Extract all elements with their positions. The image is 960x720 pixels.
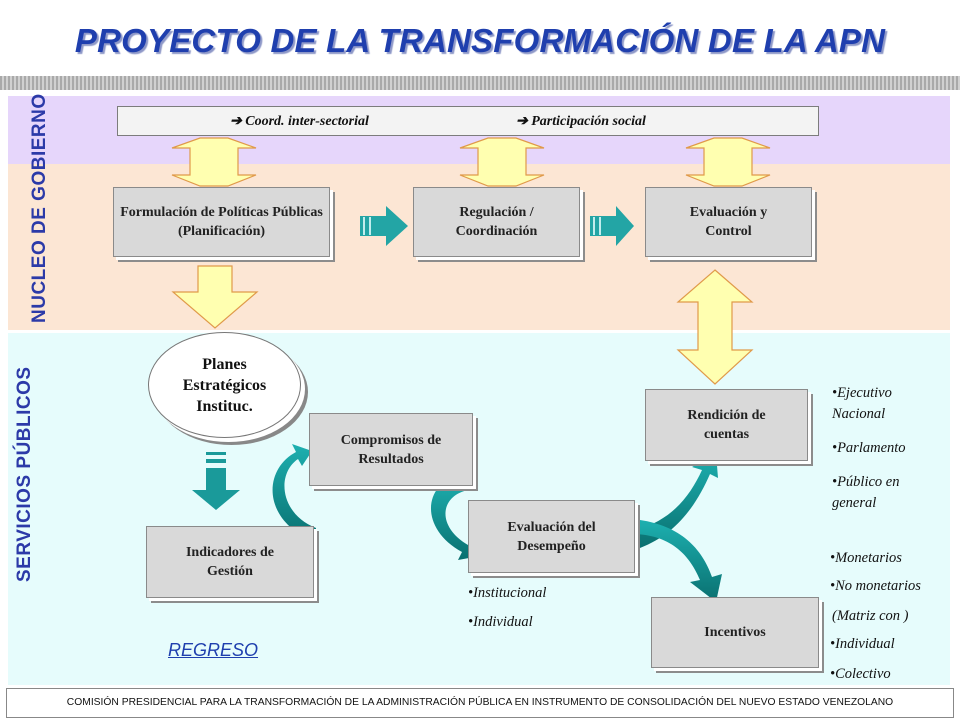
- planes-label: Planes Estratégicos Instituc.: [182, 355, 267, 415]
- down-arrow-indicadores: [192, 468, 240, 510]
- incentivos-item-text: Colectivo: [835, 666, 891, 682]
- updown-arrow-evaluacion: [685, 137, 771, 187]
- updown-arrow-regulacion: [459, 137, 545, 187]
- arrow-right-icon: ➔: [516, 114, 528, 129]
- incentivos-item: •No monetarios: [830, 578, 921, 594]
- arrow-right-icon: ➔: [230, 114, 242, 129]
- incentivos-item-text: Monetarios: [835, 550, 902, 566]
- box-evaluacion-desempeno: Evaluación del Desempeño: [468, 500, 635, 573]
- curved-arrow-evaluacion-incentivos: [636, 520, 722, 602]
- participacion-item: ➔ Participación social: [516, 113, 646, 130]
- incentivos-item-text: No monetarios: [835, 578, 921, 594]
- incentivos-item: •Colectivo: [830, 666, 891, 682]
- box-indicadores: Indicadores de Gestión: [146, 526, 314, 598]
- curved-arrow-compromisos-evaluacion: [430, 476, 480, 560]
- box-incentivos: Incentivos: [651, 597, 819, 668]
- rendicion-item-text: Ejecutivo Nacional: [832, 385, 892, 422]
- box-compromisos: Compromisos de Resultados: [309, 413, 473, 486]
- curved-arrow-indicadores-compromisos: [272, 444, 316, 542]
- coord-bar: ➔ Coord. inter-sectorial ➔ Participación…: [117, 106, 819, 136]
- coord-item: ➔ Coord. inter-sectorial: [230, 113, 369, 130]
- coord-label: Coord. inter-sectorial: [245, 114, 369, 129]
- incentivos-item: •Individual: [830, 636, 895, 652]
- desempeno-item: •Individual: [468, 614, 533, 630]
- updown-arrow-formulacion: [171, 137, 257, 187]
- page-title: PROYECTO DE LA TRANSFORMACIÓN DE LA APN: [74, 22, 886, 59]
- box-regulacion: Regulación / Coordinación: [413, 187, 580, 257]
- box-evaluacion-control: Evaluación y Control: [645, 187, 812, 257]
- desempeno-item-text: Individual: [473, 614, 533, 630]
- updown-arrow-rendicion: [676, 269, 754, 385]
- incentivos-item: (Matriz con ): [832, 606, 909, 627]
- oval-planes: Planes Estratégicos Instituc.: [148, 332, 301, 438]
- rendicion-item-text: Parlamento: [837, 440, 906, 456]
- regreso-link[interactable]: REGRESO: [168, 640, 259, 660]
- incentivos-item-text: (Matriz con ): [832, 608, 909, 624]
- rendicion-item: •Ejecutivo Nacional: [832, 385, 892, 422]
- title-divider: [0, 76, 960, 90]
- right-arrow-regulacion-evaluacion: [590, 206, 634, 246]
- rendicion-item: •Público en general: [832, 474, 900, 511]
- box-rendicion: Rendición de cuentas: [645, 389, 808, 461]
- incentivos-item: •Monetarios: [830, 550, 902, 566]
- incentivos-item-text: Individual: [835, 636, 895, 652]
- desempeno-item: •Institucional: [468, 585, 547, 601]
- footer: COMISIÓN PRESIDENCIAL PARA LA TRANSFORMA…: [6, 688, 954, 718]
- right-arrow-formulacion-regulacion: [360, 206, 408, 246]
- down-arrow-planes: [171, 265, 259, 329]
- rendicion-item: •Parlamento: [832, 440, 906, 456]
- participacion-label: Participación social: [531, 114, 646, 129]
- box-formulacion: Formulación de Políticas Públicas (Plani…: [113, 187, 330, 257]
- rendicion-item-text: Público en general: [832, 474, 900, 511]
- desempeno-item-text: Institucional: [473, 585, 547, 601]
